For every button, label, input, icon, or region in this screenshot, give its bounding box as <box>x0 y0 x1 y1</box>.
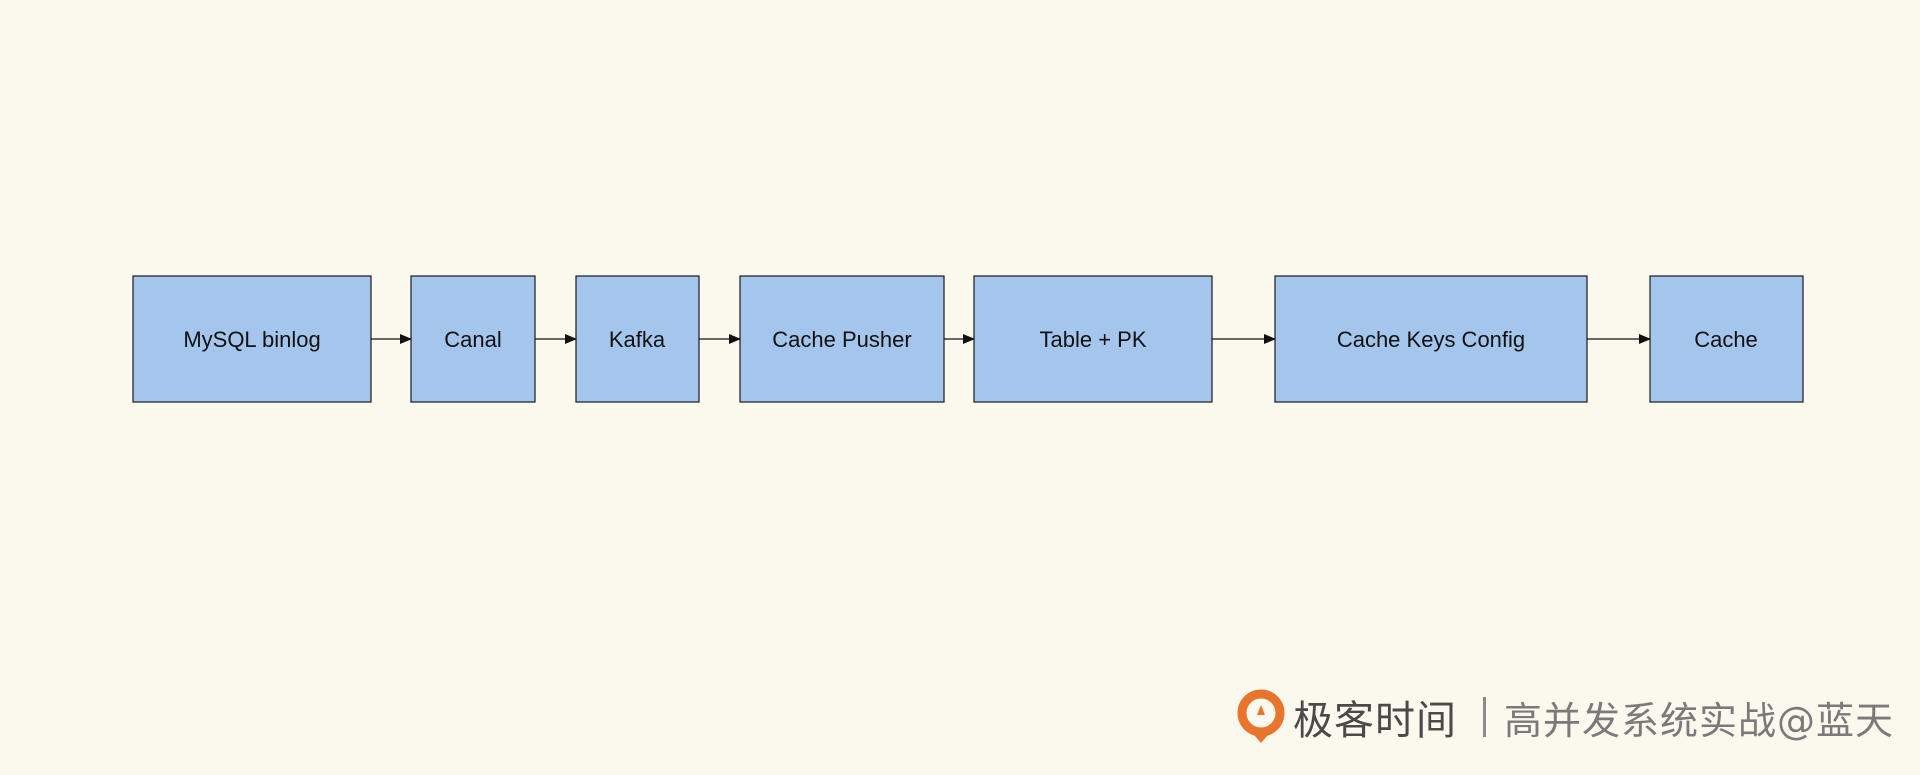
node-cache-pusher: Cache Pusher <box>739 275 945 403</box>
node-cache-keys-config-label: Cache Keys Config <box>1337 327 1525 352</box>
node-cache-label: Cache <box>1694 327 1758 352</box>
node-cache: Cache <box>1649 275 1804 403</box>
node-canal-label: Canal <box>444 327 501 352</box>
watermark-footer: 极客时间 高并发系统实战@蓝天 <box>1235 688 1894 746</box>
geektime-logo-icon <box>1237 689 1285 743</box>
node-cache-pusher-label: Cache Pusher <box>772 327 911 352</box>
node-mysql-binlog-label: MySQL binlog <box>183 327 320 352</box>
footer-caption: 高并发系统实战@蓝天 <box>1503 698 1894 743</box>
node-kafka: Kafka <box>575 275 700 403</box>
node-table-pk-label: Table + PK <box>1039 327 1146 352</box>
footer-divider <box>1482 697 1486 737</box>
brand-logo: 极客时间 <box>1235 688 1457 746</box>
node-kafka-label: Kafka <box>609 327 666 352</box>
node-canal: Canal <box>410 275 536 403</box>
node-cache-keys-config: Cache Keys Config <box>1274 275 1588 403</box>
brand-name: 极客时间 <box>1292 698 1457 744</box>
node-mysql-binlog: MySQL binlog <box>132 275 372 403</box>
node-table-pk: Table + PK <box>973 275 1213 403</box>
